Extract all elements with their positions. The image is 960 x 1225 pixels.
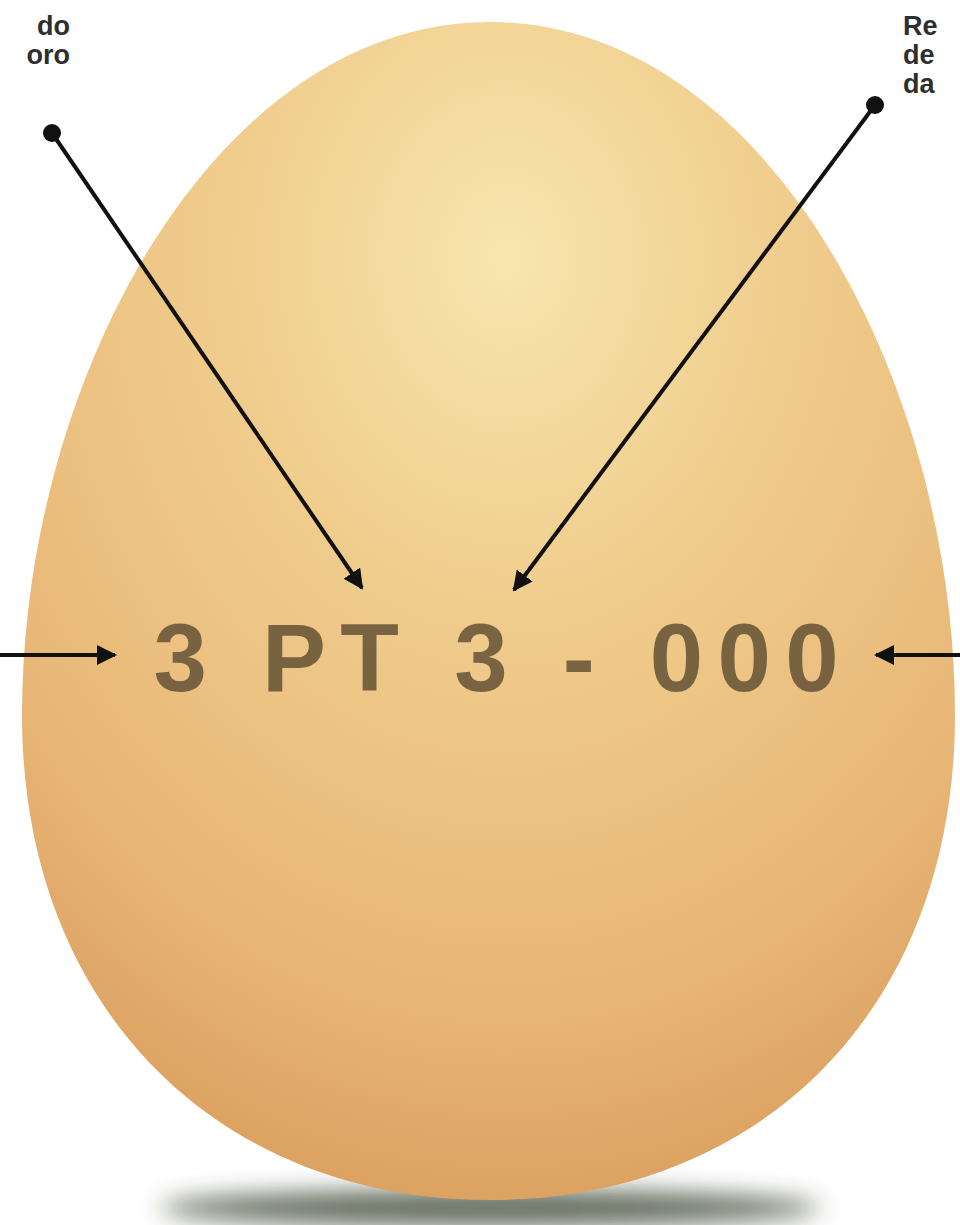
leader-arrow bbox=[0, 653, 115, 657]
callout-label: do oro bbox=[27, 12, 70, 70]
leader-arrow bbox=[514, 105, 875, 590]
egg-code: 3 PT 3 - 000 bbox=[154, 608, 853, 708]
leader-arrow bbox=[876, 653, 960, 657]
egg-shell bbox=[22, 22, 955, 1200]
callout-label: Re de da bbox=[903, 12, 938, 99]
leader-arrow bbox=[52, 133, 362, 588]
leader-dot bbox=[866, 96, 884, 114]
leader-dot bbox=[43, 124, 61, 142]
